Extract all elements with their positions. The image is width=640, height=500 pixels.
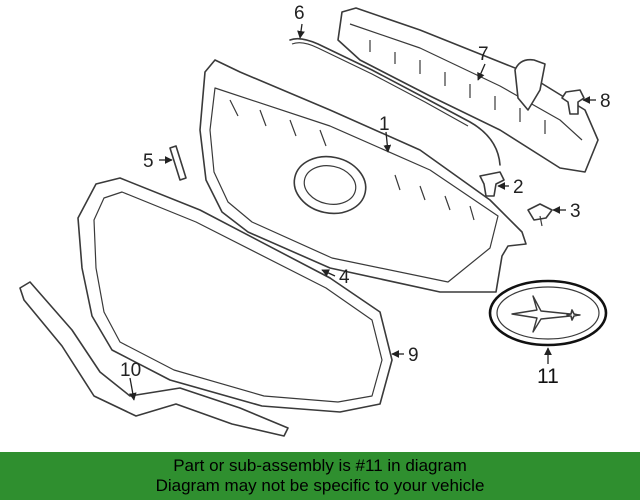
clip-fastener [479,171,505,197]
grille-body [199,59,527,293]
leader-lines [128,23,596,401]
lower-chrome-strip [19,281,289,437]
callout-4: 4 [339,267,350,288]
callout-5: 5 [143,151,154,172]
upper-support-bracket [337,7,599,173]
callout-6: 6 [294,3,305,24]
parts-diagram: 6 7 8 1 5 2 3 4 9 10 11 [19,3,611,437]
side-bracket [169,145,187,181]
callout-10: 10 [120,360,141,381]
callout-3: 3 [570,201,581,222]
grille-frame [77,177,393,413]
screw-fastener [527,203,553,227]
push-clip [561,89,585,115]
emblem [488,279,608,347]
banner-line-1: Part or sub-assembly is #11 in diagram [173,456,467,475]
callout-9: 9 [408,345,419,366]
callout-1: 1 [379,114,390,135]
info-banner: Part or sub-assembly is #11 in diagram D… [0,452,640,500]
banner-line-2: Diagram may not be specific to your vehi… [155,476,485,495]
callout-8: 8 [600,91,611,112]
callout-7: 7 [478,44,489,65]
callout-2: 2 [513,177,524,198]
callout-11: 11 [537,365,559,388]
